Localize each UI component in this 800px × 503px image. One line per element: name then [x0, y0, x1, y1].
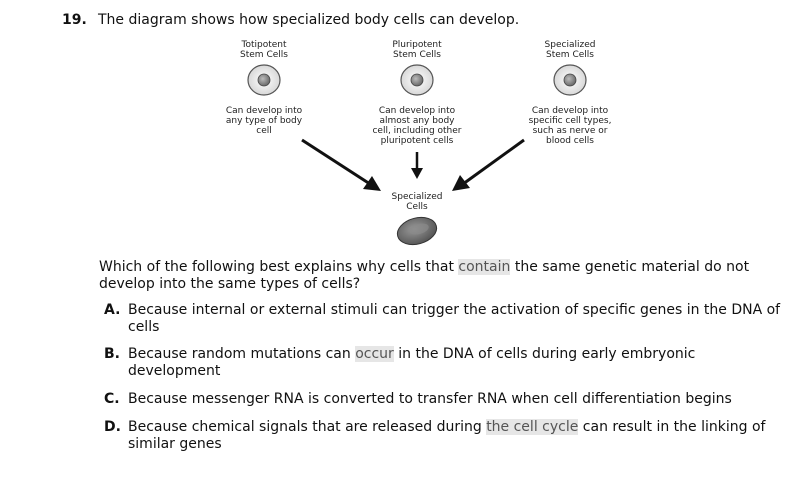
choice-c[interactable]: C. Because messenger RNA is converted to…	[104, 391, 732, 407]
highlight-occur[interactable]: occur	[355, 346, 394, 362]
arrow-left-icon	[301, 138, 381, 191]
totipotent-cell-icon	[247, 64, 281, 96]
choice-d[interactable]: D. Because chemical signals that are rel…	[104, 419, 766, 452]
pluripotent-description: Can develop into almost any body cell, i…	[372, 106, 462, 146]
red-blood-cell-icon	[396, 216, 438, 246]
arrow-right-icon	[452, 138, 525, 191]
arrow-down-icon	[411, 152, 423, 179]
question-number: 19.	[62, 12, 87, 28]
choice-a[interactable]: A. Because internal or external stimuli …	[104, 302, 781, 335]
choice-b[interactable]: B. Because random mutations can occur in…	[104, 346, 696, 379]
cell-differentiation-diagram	[247, 64, 587, 246]
specialized-stem-description: Can develop into specific cell types, su…	[528, 106, 612, 146]
pluripotent-cell-icon	[400, 64, 434, 96]
question-prompt: Which of the following best explains why…	[99, 259, 750, 292]
specialized-stem-cell-icon	[553, 64, 587, 96]
highlight-contain[interactable]: contain	[458, 259, 511, 275]
highlight-the-cell-cycle[interactable]: the cell cycle	[486, 419, 579, 435]
totipotent-description: Can develop into any type of body cell	[225, 106, 303, 136]
question-stem: The diagram shows how specialized body c…	[98, 12, 520, 28]
